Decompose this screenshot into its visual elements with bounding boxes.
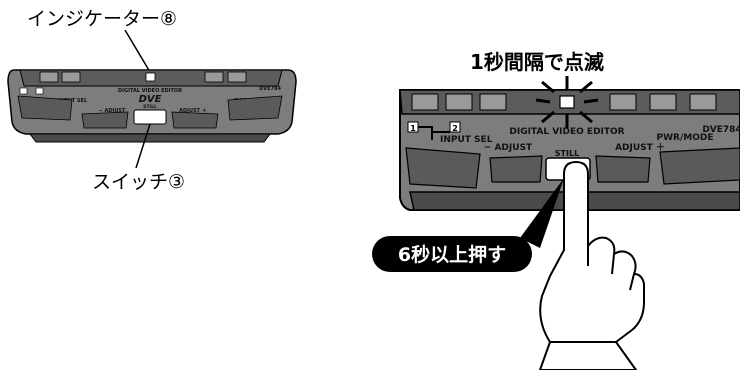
press-instruction-text: 6秒以上押す [398, 243, 506, 266]
press-callout-bubble [372, 236, 532, 272]
closeup-adjust-plus: ADJUST ＋ [615, 142, 665, 153]
device-name-text: DIGITAL VIDEO EDITOR [118, 88, 182, 94]
closeup-input-2: 2 [452, 124, 458, 133]
device-model-text: DVE784 [259, 86, 281, 92]
input-sel-text: INPUT SEL [58, 98, 88, 104]
indicator-lamp-closeup [559, 95, 575, 109]
indicator-lamp [145, 72, 156, 82]
blink-rays [535, 76, 599, 128]
closeup-adjust-minus: − ADJUST [484, 143, 533, 153]
switch-leader-line [135, 123, 151, 169]
closeup-still: STILL [555, 149, 579, 158]
adjust-minus-text-small: − ADJUST [99, 108, 126, 114]
switch-callout-label: スイッチ③ [92, 171, 186, 193]
closeup-device-name: DIGITAL VIDEO EDITOR [509, 127, 624, 137]
closeup-input-1: 1 [410, 124, 416, 133]
device-front-small: DIGITAL VIDEO EDITOR DVE DVE784 INPUT SE… [7, 30, 297, 169]
device-closeup: DIGITAL VIDEO EDITOR DVE784 1 2 INPUT SE… [372, 76, 740, 370]
press-callout-tail [520, 178, 564, 248]
closeup-pwr-mode: PWR/MODE [657, 133, 714, 143]
closeup-input-sel: INPUT SEL [440, 135, 493, 145]
still-switch-small[interactable] [133, 109, 167, 125]
blink-instruction-label: 1秒間隔で点滅 [470, 50, 604, 74]
device-logo-text: DVE [139, 94, 162, 105]
closeup-model-text: DVE784 [702, 125, 740, 135]
indicator-leader-line [124, 30, 151, 73]
pressing-hand-icon [539, 161, 645, 370]
adjust-plus-text-small: ADJUST ＋ [179, 108, 207, 114]
indicator-callout-label: インジケーター⑧ [27, 8, 178, 30]
still-text-small: STILL [143, 104, 157, 110]
